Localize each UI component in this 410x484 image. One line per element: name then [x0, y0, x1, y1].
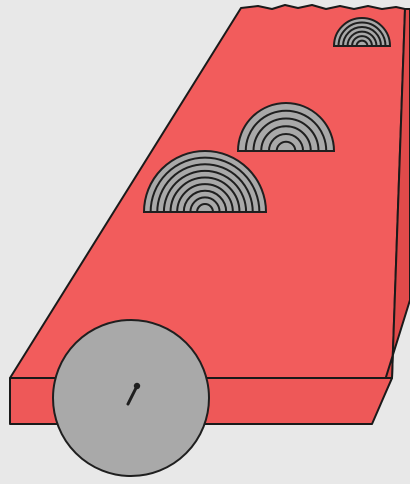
end-grain-log — [53, 320, 209, 476]
log-pith — [134, 383, 140, 389]
